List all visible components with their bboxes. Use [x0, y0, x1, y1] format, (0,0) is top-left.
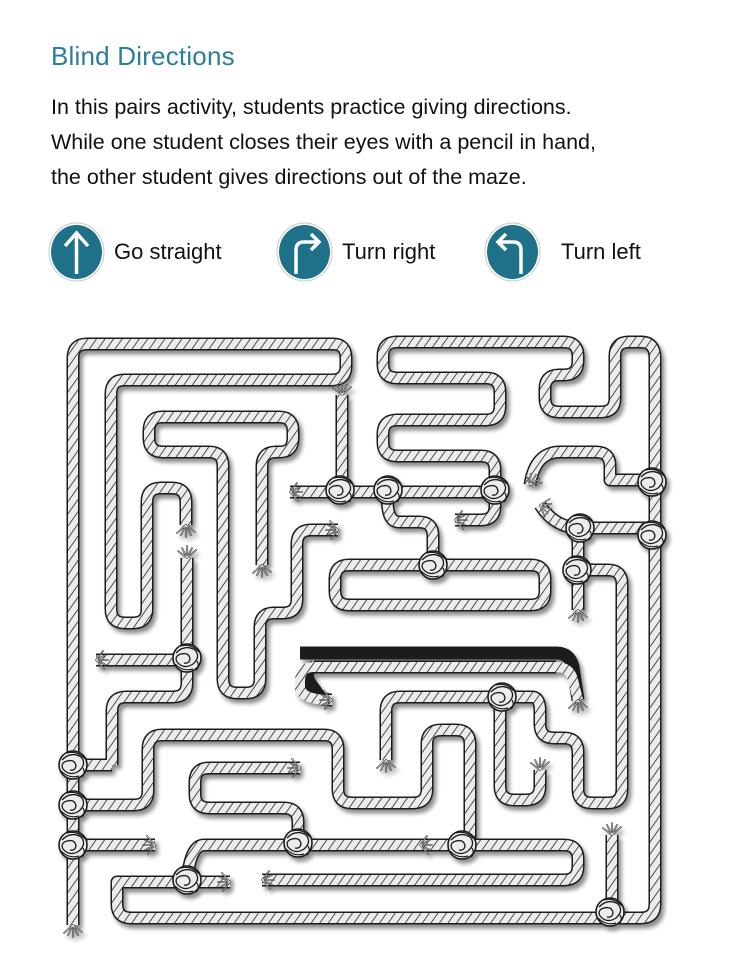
- frayed-rope-ends: [63, 382, 622, 938]
- intro-paragraph: In this pairs activity, students practic…: [51, 90, 731, 195]
- intro-line: the other student gives directions out o…: [51, 165, 527, 189]
- page-title: Blind Directions: [51, 41, 235, 71]
- legend-label: Turn right: [342, 239, 436, 264]
- turn-left-icon: [484, 222, 541, 282]
- legend-label: Turn left: [561, 239, 641, 264]
- rope-paths: [58, 335, 667, 938]
- direction-legend: Go straight Turn right Turn left: [0, 221, 750, 283]
- turn-right-icon: [276, 222, 333, 282]
- rope-knots: [58, 467, 667, 927]
- arrow-up-icon: [48, 222, 105, 282]
- intro-line: While one student closes their eyes with…: [51, 130, 596, 154]
- legend-label: Go straight: [114, 239, 222, 264]
- legend-item-go-straight: Go straight: [48, 221, 222, 283]
- legend-item-turn-right: Turn right: [276, 221, 435, 283]
- legend-item-turn-left: Turn left: [484, 221, 641, 283]
- intro-line: In this pairs activity, students practic…: [51, 95, 572, 119]
